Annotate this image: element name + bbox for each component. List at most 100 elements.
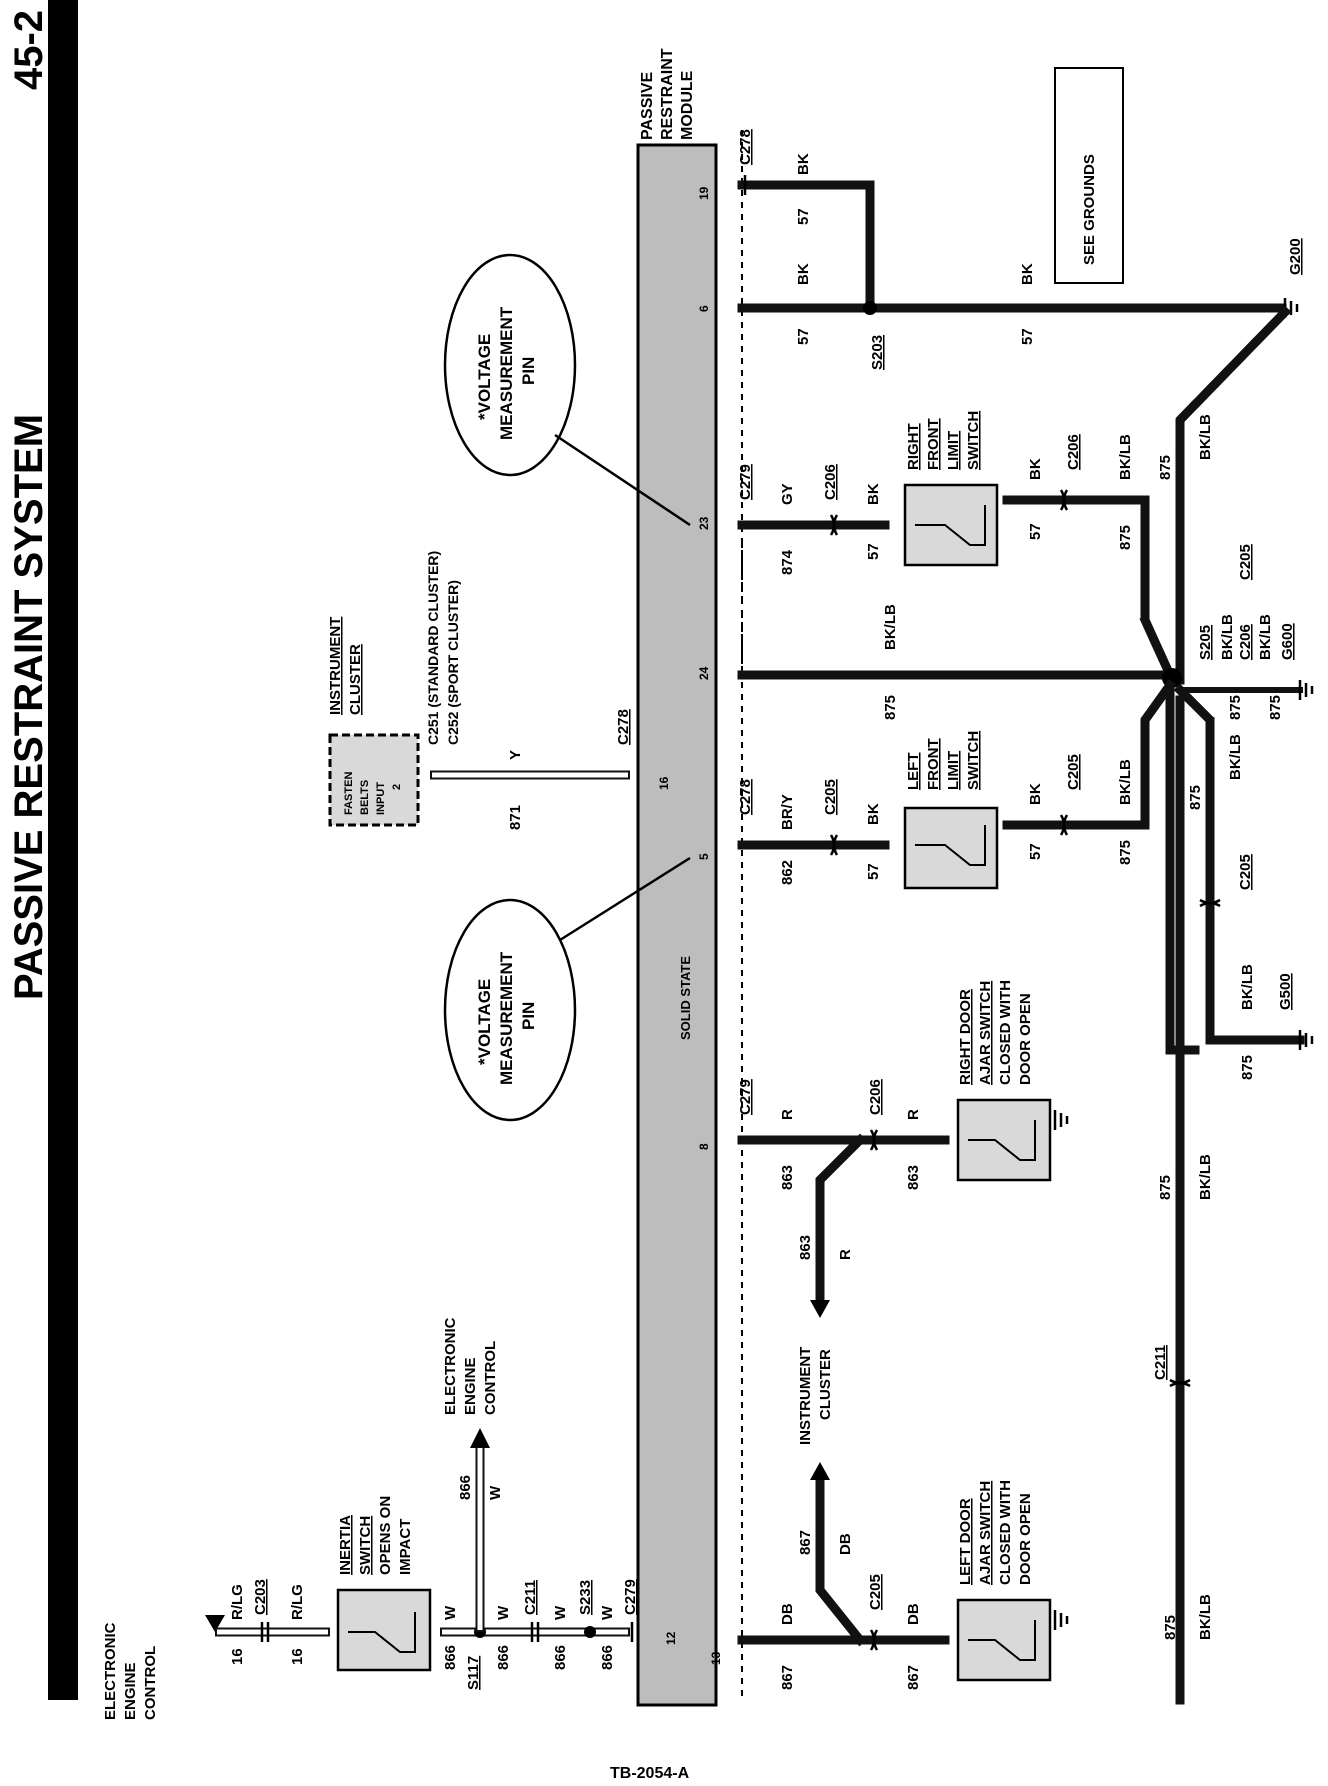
label-c211: C211 <box>522 1580 539 1615</box>
wire-875-rf-out <box>1063 495 1176 681</box>
pin-8: 8 <box>697 1143 711 1150</box>
left-front-limit-switch <box>903 806 999 890</box>
see-grounds-label: SEE GROUNDS <box>1081 154 1098 265</box>
rd-switch-label-3: CLOSED WITH <box>997 980 1014 1085</box>
conn-c206-rf2 <box>1059 489 1069 511</box>
rd-switch-label-4: DOOR OPEN <box>1017 993 1034 1085</box>
callout-1-pointer <box>554 433 691 527</box>
label-bklb-lf2: BK/LB <box>1117 759 1134 805</box>
label-862: 862 <box>779 860 796 885</box>
module-label-3: MODULE <box>679 70 696 140</box>
conn-c203 <box>260 1622 270 1642</box>
label-c279-w: C279 <box>622 1579 639 1615</box>
label-c205-lf2: C205 <box>1065 754 1082 790</box>
rd-switch-contacts <box>968 1120 1036 1161</box>
arrow-to-instrument-cluster-r <box>810 1300 830 1318</box>
inertia-label-1: INERTIA <box>337 1515 354 1575</box>
arrow-to-instrument-cluster-db <box>810 1462 830 1480</box>
lf-switch-contacts <box>915 825 986 866</box>
label-c279-r: C279 <box>737 1079 754 1115</box>
label-bklb-g500a: BK/LB <box>1227 734 1244 780</box>
label-rlg-1: R/LG <box>229 1584 246 1620</box>
header-band <box>48 0 78 1700</box>
rf-switch-label-3: LIMIT <box>945 431 962 470</box>
ground-g600 <box>1298 680 1314 700</box>
label-db-3: DB <box>837 1533 854 1555</box>
label-bk-3: BK <box>1019 263 1036 285</box>
conn-c205-lf <box>829 834 839 856</box>
cluster-box-line-3: INPUT <box>375 782 387 815</box>
label-866-eec: 866 <box>457 1475 474 1500</box>
label-r-2: R <box>905 1109 922 1120</box>
wire-875-to-g500 <box>1173 683 1305 1045</box>
wire-875-trunk <box>1165 685 1200 1055</box>
eec-label-2-line-2: ENGINE <box>462 1357 479 1415</box>
conn-c211-w <box>530 1622 540 1642</box>
pin-12: 12 <box>664 1631 678 1645</box>
label-866-3: 866 <box>552 1645 569 1670</box>
label-867-3: 867 <box>797 1530 814 1555</box>
label-c279-mid: C279 <box>737 464 754 500</box>
conn-c279-w <box>630 1622 640 1642</box>
label-bk-lf2: BK <box>1027 783 1044 805</box>
label-875-diag: 875 <box>1157 455 1174 480</box>
pin-6: 6 <box>697 305 711 312</box>
label-bklb-s205b: BK/LB <box>1257 614 1274 660</box>
callout-2-pointer <box>559 856 691 942</box>
label-c206-rf: C206 <box>822 464 839 500</box>
inertia-label-4: IMPACT <box>397 1519 414 1575</box>
label-s205: S205 <box>1197 625 1214 660</box>
label-c278-top: C278 <box>737 129 754 165</box>
cluster-conn-2: C252 (SPORT CLUSTER) <box>445 580 461 745</box>
label-c205-s205: C205 <box>1237 544 1254 580</box>
callout-2-line-1: *VOLTAGE <box>475 979 494 1065</box>
pin-24: 24 <box>697 666 711 680</box>
rf-switch-label-1: RIGHT <box>905 423 922 470</box>
label-s233: S233 <box>577 1580 594 1615</box>
label-57-rf2: 57 <box>1027 523 1044 540</box>
page-title: PASSIVE RESTRAINT SYSTEM <box>7 414 51 1000</box>
lf-switch-label-2: FRONT <box>925 738 942 790</box>
label-57-lf: 57 <box>865 863 882 880</box>
conn-c205-lf2 <box>1059 814 1069 836</box>
label-875-lf2: 875 <box>1117 840 1134 865</box>
wire-57-top-loop <box>737 180 875 310</box>
label-bk-2: BK <box>795 263 812 285</box>
conn-c205-db <box>869 1629 879 1651</box>
label-y: Y <box>507 750 524 760</box>
label-c205-db: C205 <box>867 1574 884 1610</box>
label-867-2: 867 <box>905 1665 922 1690</box>
label-bk-rf2: BK <box>1027 458 1044 480</box>
pin-13: 13 <box>709 1651 723 1665</box>
label-g500: G500 <box>1277 973 1294 1010</box>
rf-switch-label-2: FRONT <box>925 418 942 470</box>
ld-switch-label-2: AJAR SWITCH <box>977 1481 994 1585</box>
ground-g500 <box>1298 1030 1314 1050</box>
label-867-1: 867 <box>779 1665 796 1690</box>
label-57-1: 57 <box>795 208 812 225</box>
label-875-g600a: 875 <box>1227 695 1244 720</box>
splice-s203 <box>863 301 877 315</box>
eec-label-1-line-3: CONTROL <box>142 1646 159 1720</box>
label-w-3: W <box>552 1605 569 1620</box>
ground-rd-switch <box>1053 1110 1069 1130</box>
label-c278-y: C278 <box>615 709 632 745</box>
wire-875-lf-out <box>1063 678 1177 830</box>
label-c205-lf: C205 <box>822 779 839 815</box>
label-g600: G600 <box>1279 623 1296 660</box>
inertia-label-2: SWITCH <box>357 1516 374 1575</box>
eec-1-arrow <box>205 1615 225 1632</box>
label-c203: C203 <box>252 1579 269 1615</box>
callout-1-line-2: MEASUREMENT <box>497 306 516 440</box>
instrument-cluster-box <box>328 733 420 827</box>
cluster-name-2: CLUSTER <box>347 644 364 715</box>
rd-switch-label-2: AJAR SWITCH <box>977 981 994 1085</box>
pin-19: 19 <box>697 186 711 200</box>
label-875-trunk: 875 <box>1157 1175 1174 1200</box>
ld-switch-label-3: CLOSED WITH <box>997 1480 1014 1585</box>
label-874: 874 <box>779 549 796 575</box>
label-57-lf2: 57 <box>1027 843 1044 860</box>
page-number: 45-2 <box>7 10 51 90</box>
passive-restraint-module <box>636 143 718 1707</box>
label-c206-s205: C206 <box>1237 624 1254 660</box>
